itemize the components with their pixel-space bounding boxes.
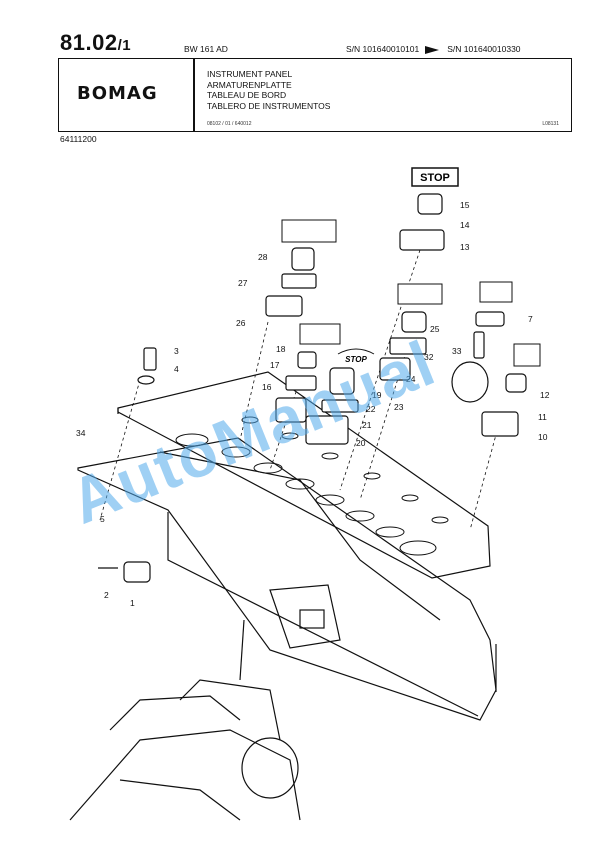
title-de: ARMATURENPLATTE: [207, 79, 292, 90]
svg-text:STOP: STOP: [345, 355, 367, 364]
title-es: TABLERO DE INSTRUMENTOS: [207, 100, 331, 111]
callout-24: 24: [406, 374, 416, 384]
drawing-code: L08131: [542, 121, 559, 127]
callout-14: 14: [460, 220, 470, 230]
callout-3: 3: [174, 346, 179, 356]
callout-7: 7: [528, 314, 533, 324]
callout-21: 21: [362, 420, 372, 430]
callout-28: 28: [258, 252, 268, 262]
callout-34: 34: [76, 428, 86, 438]
stop-cap-label: STOP: [337, 348, 375, 364]
part-number: 64111200: [60, 134, 97, 144]
callout-4: 4: [174, 364, 179, 374]
title-fr: TABLEAU DE BORD: [207, 90, 287, 100]
title-block-divider: [193, 59, 195, 131]
callout-15: 15: [460, 200, 470, 210]
serial-to: S/N 101640010330: [447, 44, 521, 54]
callout-1: 1: [130, 598, 135, 608]
callout-27: 27: [238, 278, 248, 288]
page-number: 81.02/1: [60, 30, 132, 55]
panel-holes: [175, 416, 449, 556]
callout-33: 33: [452, 346, 462, 356]
svg-text:STOP: STOP: [420, 172, 450, 184]
title-list: INSTRUMENT PANEL ARMATURENPLATTE TABLEAU…: [207, 69, 330, 111]
callout-19: 19: [372, 390, 382, 400]
callout-22: 22: [366, 404, 376, 414]
reference-code: 08102 / 01 / 640012: [207, 121, 252, 127]
callout-13: 13: [460, 242, 470, 252]
callout-5: 5: [100, 514, 105, 524]
callout-2: 2: [104, 590, 109, 600]
stop-sign: STOP: [411, 167, 459, 187]
callout-17: 17: [270, 360, 280, 370]
callout-23: 23: [394, 402, 404, 412]
callout-20: 20: [356, 438, 366, 448]
callout-10: 10: [538, 432, 548, 442]
callout-25: 25: [430, 324, 440, 334]
brand-logo: BOMAG: [77, 83, 158, 104]
title-en: INSTRUMENT PANEL: [207, 69, 293, 79]
callout-labels: 1 2 3 4 5 7 10 11 12 13 14 15 16 17 18 1…: [76, 200, 550, 608]
callout-18: 18: [276, 344, 286, 354]
callout-26: 26: [236, 318, 246, 328]
pictogram-boxes: [281, 219, 541, 367]
callout-16: 16: [262, 382, 272, 392]
callout-12: 12: [540, 390, 550, 400]
machine-model: BW 161 AD: [184, 44, 228, 54]
title-block: BOMAG INSTRUMENT PANEL ARMATURENPLATTE T…: [58, 58, 572, 132]
machine-illustration: [69, 619, 301, 821]
arrow-right-icon: [425, 45, 440, 54]
serial-from: S/N 101640010101: [346, 44, 420, 54]
serial-range: S/N 101640010101 S/N 101640010330: [346, 44, 521, 54]
panel-outline: [77, 371, 497, 721]
callout-32: 32: [424, 352, 434, 362]
components: [98, 193, 527, 583]
callout-11: 11: [538, 412, 547, 422]
